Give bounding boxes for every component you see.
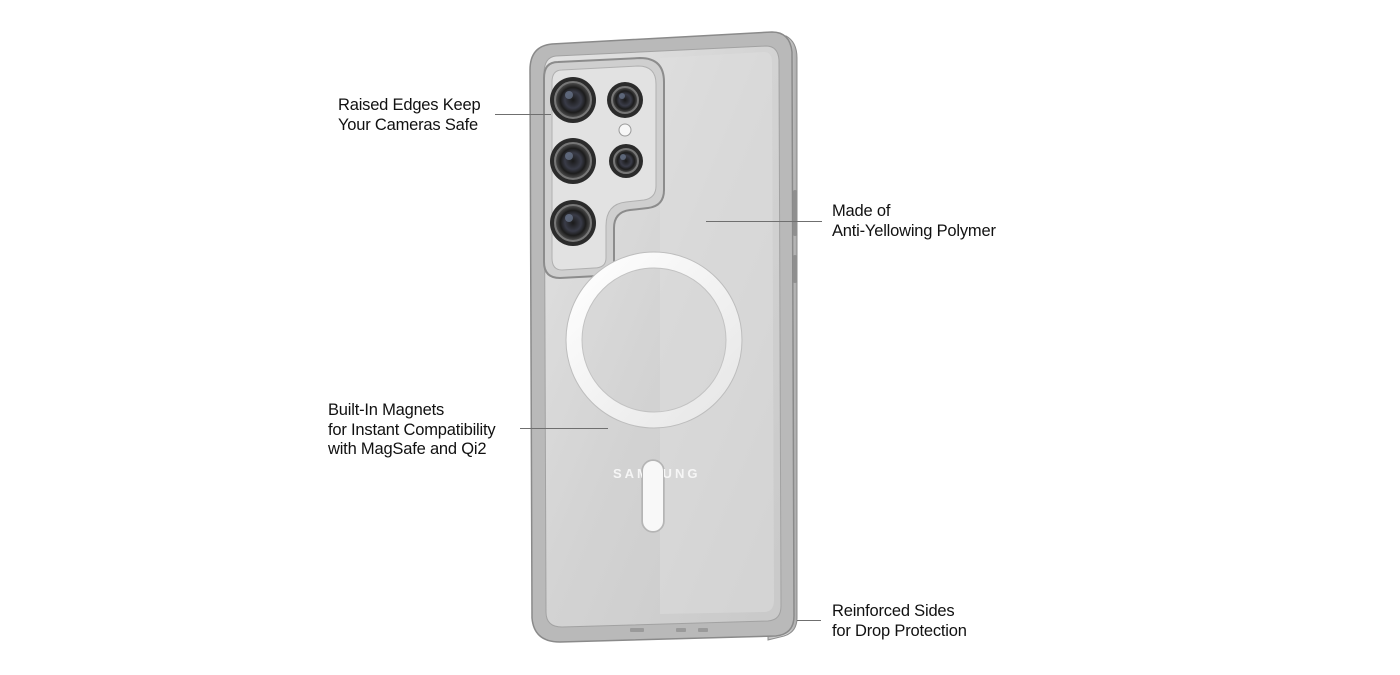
case-reflection [660, 52, 774, 614]
camera-lens-middle-left-icon [550, 138, 596, 184]
camera-lens-middle-right-icon [609, 144, 643, 178]
leader-line-camera [495, 114, 551, 115]
leader-line-material [706, 221, 822, 222]
callout-camera-protection: Raised Edges Keep Your Cameras Safe [338, 96, 481, 135]
camera-lens-top-left-icon [550, 77, 596, 123]
camera-lens-top-right-icon [607, 82, 643, 118]
callout-camera-line2: Your Cameras Safe [338, 115, 478, 134]
callout-material: Made of Anti-Yellowing Polymer [832, 202, 996, 241]
callout-camera-line1: Raised Edges Keep [338, 96, 481, 114]
callout-sides: Reinforced Sides for Drop Protection [832, 602, 967, 641]
callout-material-line1: Made of [832, 202, 891, 220]
callout-material-line2: Anti-Yellowing Polymer [832, 221, 996, 240]
callout-magnets-line2: for Instant Compatibility [328, 420, 496, 439]
callout-magnets-line3: with MagSafe and Qi2 [328, 440, 487, 458]
side-button-cutout [793, 190, 797, 236]
callout-magnets: Built-In Magnets for Instant Compatibili… [328, 401, 496, 460]
leader-line-sides [797, 620, 821, 621]
callout-magnets-line1: Built-In Magnets [328, 401, 445, 419]
magnet-alignment-bar-overlay [642, 460, 664, 532]
flash-icon [618, 123, 632, 137]
camera-lens-bottom-icon [550, 200, 596, 246]
callout-sides-line1: Reinforced Sides [832, 602, 955, 620]
callout-sides-line2: for Drop Protection [832, 621, 967, 640]
magnet-ring-icon [566, 252, 742, 428]
leader-line-magnets [520, 428, 608, 429]
